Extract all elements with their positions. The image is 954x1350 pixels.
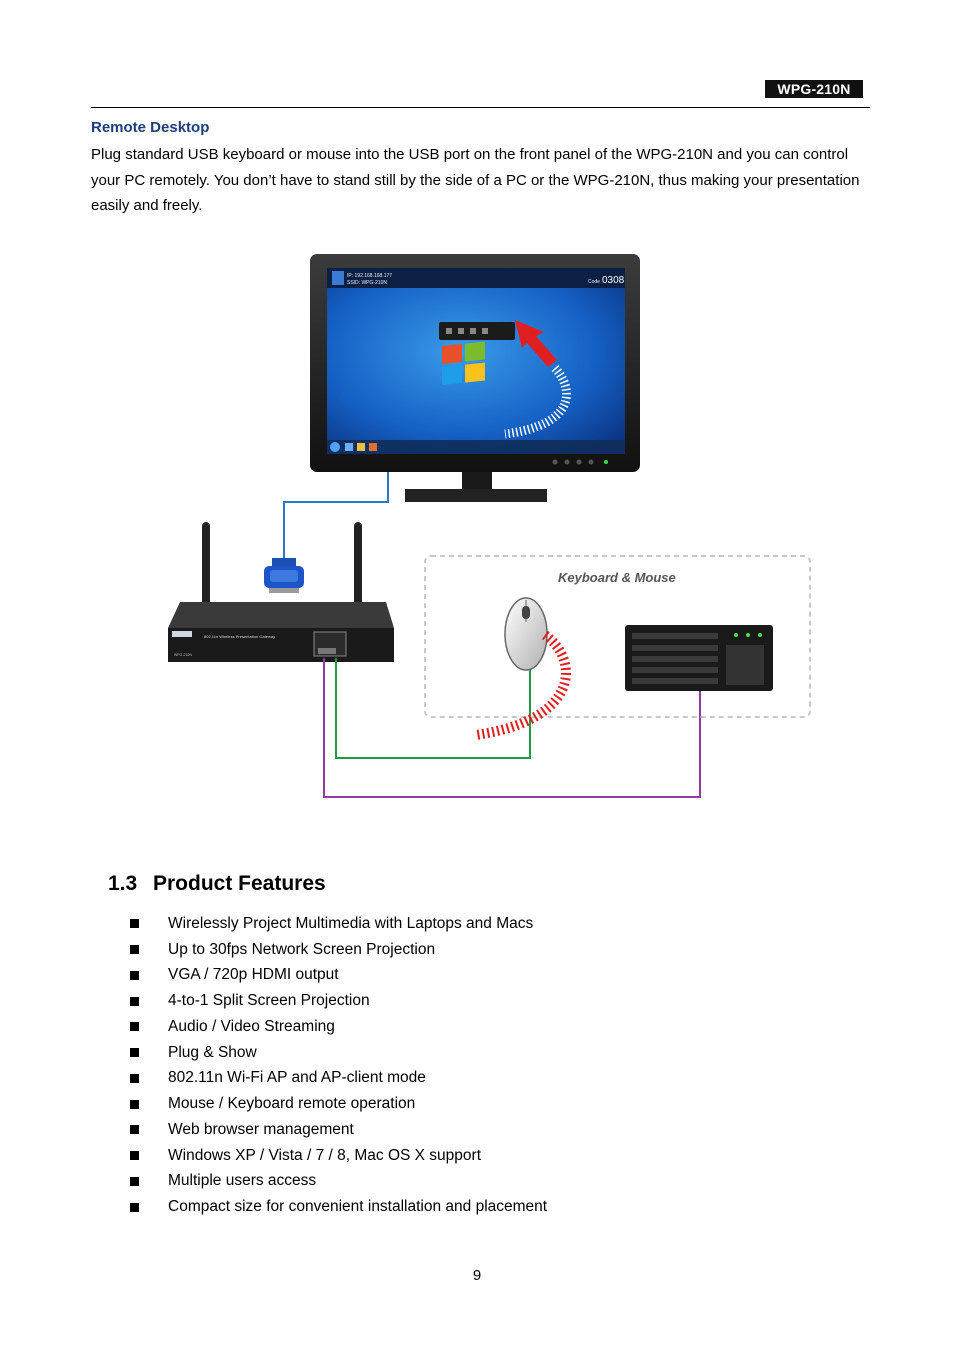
feature-text: 4-to-1 Split Screen Projection (168, 992, 370, 1010)
list-item: Mouse / Keyboard remote operation (130, 1091, 547, 1117)
list-item: Audio / Video Streaming (130, 1014, 547, 1040)
bullet-square-icon (130, 970, 139, 980)
list-item: Plug & Show (130, 1040, 547, 1066)
mouse-motion-swoosh (475, 630, 571, 740)
feature-text: Mouse / Keyboard remote operation (168, 1095, 416, 1113)
feature-text: Up to 30fps Network Screen Projection (168, 940, 436, 958)
page-number: 9 (472, 1267, 482, 1284)
screen-ip-text: IP: 192.168.168.177 (347, 273, 392, 279)
list-item: Web browser management (130, 1117, 547, 1143)
bullet-square-icon (130, 1022, 139, 1032)
feature-text: Multiple users access (168, 1172, 317, 1190)
motion-swoosh (504, 364, 571, 439)
remote-desktop-paragraph: Plug standard USB keyboard or mouse into… (91, 146, 860, 215)
antenna-right (354, 522, 362, 608)
list-item: Multiple users access (130, 1169, 547, 1195)
bullet-square-icon (130, 945, 139, 955)
header-rule (91, 107, 870, 108)
section-title: Product Features (153, 872, 326, 895)
product-features-heading: 1.3 Product Features (108, 872, 326, 896)
windows-logo-icon (442, 341, 485, 385)
bullet-square-icon (130, 1048, 139, 1058)
feature-text: Web browser management (168, 1120, 354, 1138)
bullet-square-icon (130, 1099, 139, 1109)
feature-text: VGA / 720p HDMI output (168, 966, 339, 984)
keyboard-mouse-label: Keyboard & Mouse (558, 570, 676, 585)
vga-cable (283, 472, 389, 562)
red-arrow-icon (515, 320, 557, 367)
vga-connector-icon (264, 558, 304, 593)
feature-text: 802.11n Wi-Fi AP and AP-client mode (168, 1069, 426, 1087)
list-item: Compact size for convenient installation… (130, 1194, 547, 1220)
list-item: Up to 30fps Network Screen Projection (130, 937, 547, 963)
list-item: 4-to-1 Split Screen Projection (130, 988, 547, 1014)
remote-desktop-heading: Remote Desktop (91, 119, 210, 136)
screen-code-value: 0308 (602, 275, 625, 286)
monitor-screen (327, 268, 625, 454)
usb-port-icon (318, 648, 336, 654)
device-model-label: WPG-210N (174, 653, 192, 657)
wpg-210n-device: 802.11n Wireless Presentation Gateway WP… (168, 602, 394, 662)
monitor: IP: 192.168.168.177 SSID: WPG-210N Code … (310, 254, 640, 502)
list-item: VGA / 720p HDMI output (130, 963, 547, 989)
bullet-square-icon (130, 919, 139, 929)
remote-toolbar-popup (439, 322, 515, 340)
feature-text: Compact size for convenient installation… (168, 1198, 548, 1216)
list-item: Wirelessly Project Multimedia with Lapto… (130, 911, 547, 937)
feature-text: Windows XP / Vista / 7 / 8, Mac OS X sup… (168, 1146, 482, 1164)
device-label: 802.11n Wireless Presentation Gateway (204, 634, 275, 639)
keyboard-icon (625, 625, 773, 691)
screen-ssid-text: SSID: WPG-210N (347, 280, 387, 286)
feature-text: Wirelessly Project Multimedia with Lapto… (168, 914, 534, 932)
model-badge: WPG-210N (765, 80, 863, 98)
features-list: Wirelessly Project Multimedia with Lapto… (130, 911, 547, 1220)
remote-desktop-diagram: IP: 192.168.168.177 SSID: WPG-210N Code … (168, 254, 811, 798)
list-item: 802.11n Wi-Fi AP and AP-client mode (130, 1066, 547, 1092)
bullet-square-icon (130, 1125, 139, 1135)
mouse-icon (504, 597, 548, 671)
usb-keyboard-cable (323, 658, 701, 798)
bullet-square-icon (130, 1073, 139, 1083)
screen-code-label: Code (588, 279, 600, 285)
feature-text: Plug & Show (168, 1043, 257, 1061)
antenna-left (202, 522, 210, 608)
feature-text: Audio / Video Streaming (168, 1017, 335, 1035)
bullet-square-icon (130, 996, 139, 1006)
section-number: 1.3 (108, 872, 138, 895)
list-item: Windows XP / Vista / 7 / 8, Mac OS X sup… (130, 1143, 547, 1169)
bullet-square-icon (130, 1176, 139, 1186)
bullet-square-icon (130, 1151, 139, 1161)
bullet-square-icon (130, 1202, 139, 1212)
usb-mouse-cable (335, 658, 531, 759)
